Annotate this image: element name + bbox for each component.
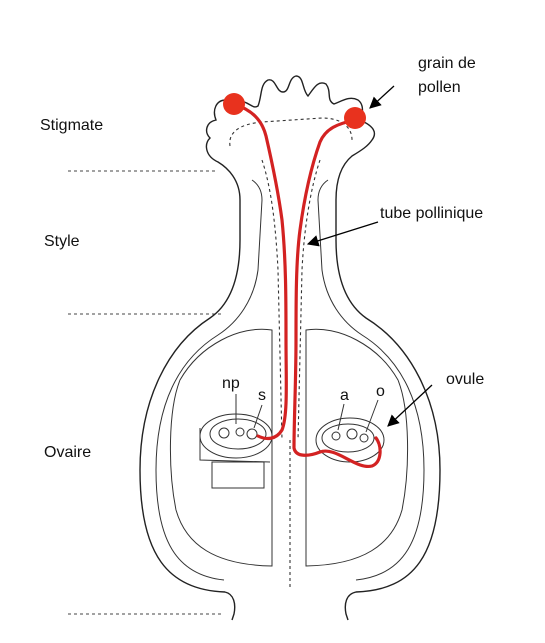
label-np: np (222, 375, 240, 392)
pointer-o (365, 399, 379, 433)
label-tube-pollinique: tube pollinique (380, 205, 483, 222)
label-s: s (258, 387, 266, 404)
left-ovule-cell-3 (246, 428, 258, 440)
stigma-inner-dashed (229, 117, 353, 147)
label-grain-de: grain de (418, 55, 476, 72)
pistil-outline (139, 75, 441, 621)
pollen-tube-right (292, 118, 382, 468)
left-ovule-placenta (199, 428, 271, 463)
label-style: Style (44, 233, 80, 250)
ovary-inner-wall (155, 179, 425, 581)
pointer-a (337, 403, 345, 431)
style-channel-right (297, 159, 321, 441)
left-ovule (199, 413, 273, 489)
right-loculus (305, 328, 409, 567)
arrow-grain-de-pollen (369, 85, 395, 109)
pollen-grain-right (344, 107, 366, 129)
label-ovaire: Ovaire (44, 444, 91, 461)
label-ovule: ovule (446, 371, 484, 388)
label-a: a (340, 387, 349, 404)
label-stigmate: Stigmate (40, 117, 103, 134)
right-ovule-cell-1 (331, 431, 341, 441)
right-ovule-cell-3 (359, 433, 369, 443)
label-o: o (376, 383, 385, 400)
right-ovule-inner (321, 423, 375, 453)
arrow-ovule (387, 384, 433, 427)
label-pollen: pollen (418, 79, 461, 96)
left-ovule-box (211, 461, 265, 489)
left-ovule-cell-1 (218, 427, 230, 439)
pointer-s (253, 404, 263, 429)
arrow-tube-pollinique (306, 221, 379, 247)
left-loculus (169, 328, 273, 567)
left-ovule-cell-2 (235, 427, 245, 437)
right-ovule (315, 417, 385, 463)
pollen-grain-left (223, 93, 245, 115)
left-ovule-inner (209, 418, 267, 450)
pollen-tube-left (232, 102, 288, 441)
right-ovule-cell-2 (346, 428, 358, 440)
section-separators (68, 170, 222, 615)
